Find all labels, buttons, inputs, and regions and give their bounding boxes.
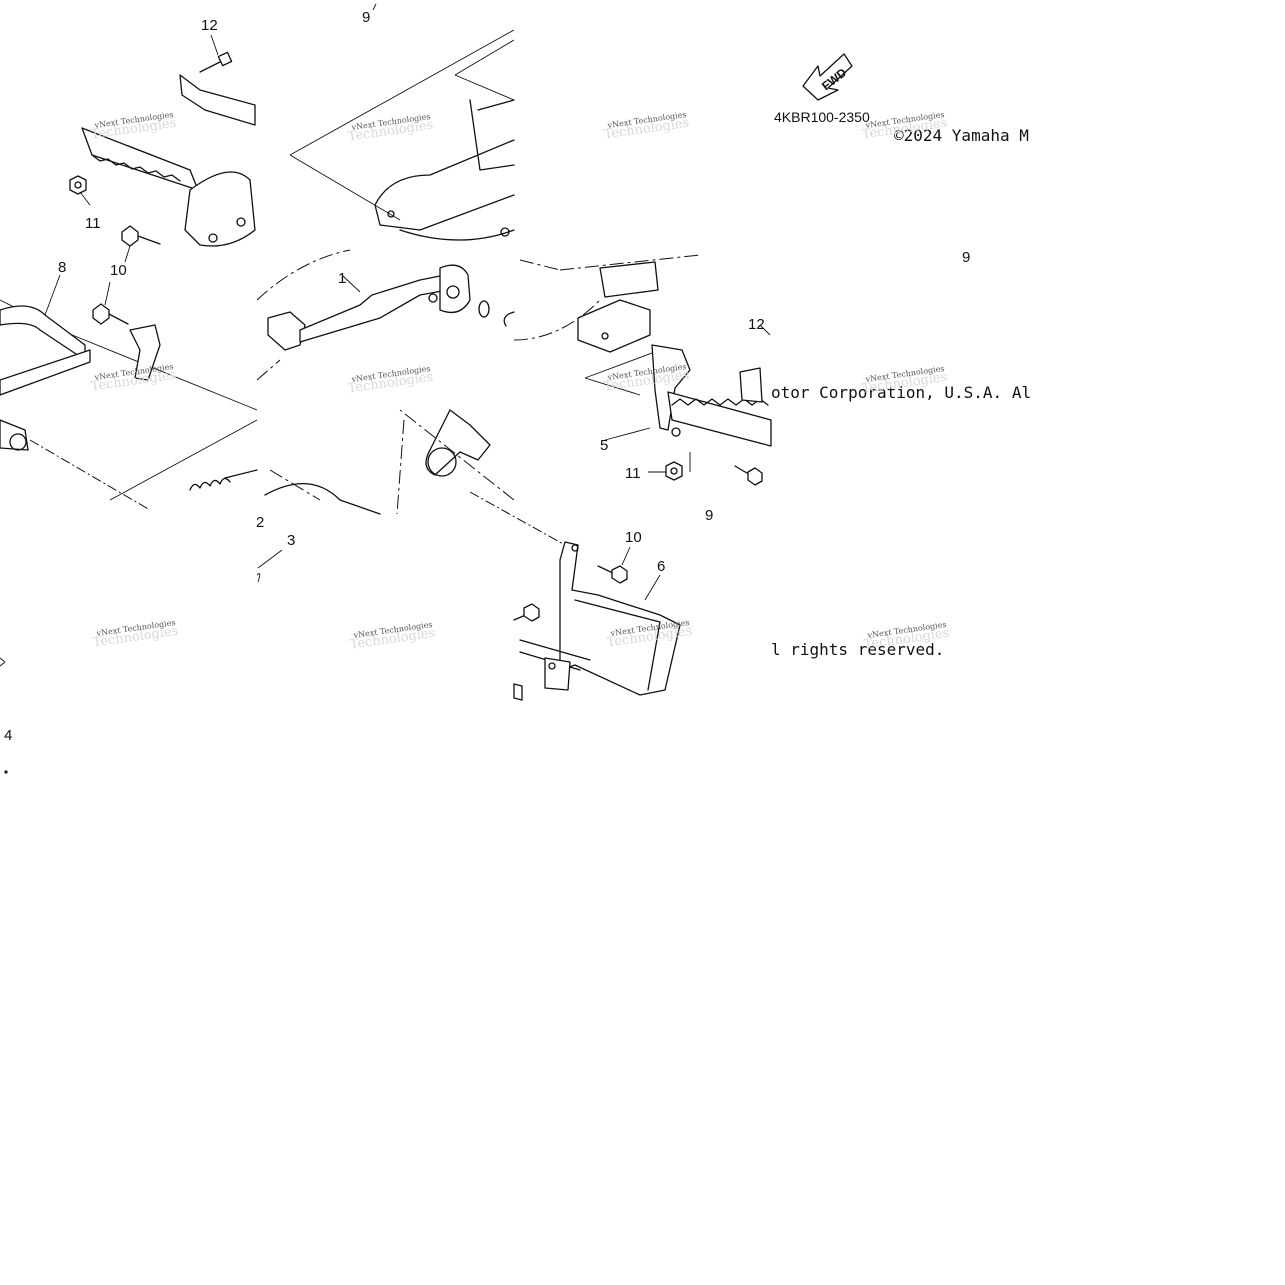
bracket-6 bbox=[519, 541, 681, 696]
callout-9-far: 9 bbox=[962, 249, 970, 266]
bolt-left-lower bbox=[513, 603, 540, 622]
callout-5: 5 bbox=[600, 437, 608, 454]
footrest-peg-upper bbox=[81, 74, 256, 247]
copyright-line-1: ©2024 Yamaha M bbox=[894, 126, 1029, 145]
cotter-pin bbox=[503, 311, 515, 327]
nut-11-upper bbox=[69, 175, 87, 195]
callout-11: 11 bbox=[85, 215, 101, 232]
brake-pedal-1 bbox=[267, 264, 471, 351]
callout-9-top: 9 bbox=[362, 9, 370, 26]
callout-9-right: 9 bbox=[705, 507, 713, 524]
callout-6: 6 bbox=[657, 558, 665, 575]
callout-8: 8 bbox=[58, 259, 66, 276]
callout-2: 2 bbox=[256, 514, 264, 531]
callout-10-right: 10 bbox=[625, 529, 642, 546]
callout-1: 1 bbox=[338, 270, 346, 287]
callout-11-right: 11 bbox=[625, 465, 641, 482]
tile-right-footrest: 5 11 9 12 bbox=[513, 254, 772, 524]
bolt-9-right bbox=[734, 465, 763, 486]
washer bbox=[478, 300, 490, 318]
spring-2 bbox=[189, 469, 258, 491]
footrest-bracket-8 bbox=[0, 305, 161, 451]
bolt-12-upper bbox=[199, 51, 233, 73]
tile-brake-pedal: 1 9 bbox=[189, 3, 515, 515]
footrest-5 bbox=[651, 344, 772, 447]
callout-3: 3 bbox=[287, 532, 295, 549]
frame-bracket bbox=[577, 261, 659, 353]
fwd-arrow: FWD bbox=[802, 53, 853, 101]
callout-10: 10 bbox=[110, 262, 127, 279]
tile-lower-left: 2 3 4 bbox=[0, 514, 295, 774]
tile-lower-bracket: 10 6 bbox=[469, 491, 681, 701]
callout-4: 4 bbox=[4, 727, 12, 744]
tile-left-footrest: 12 11 10 8 bbox=[0, 17, 258, 511]
bolt-10-lower bbox=[92, 303, 129, 325]
bolt-10-right bbox=[597, 565, 628, 584]
copyright-line-3: l rights reserved. bbox=[771, 640, 944, 659]
nut-11-right bbox=[665, 461, 683, 481]
copyright-line-2: otor Corporation, U.S.A. Al bbox=[771, 383, 1031, 402]
part-code: 4KBR100-2350 bbox=[774, 109, 870, 125]
callout-12: 12 bbox=[201, 17, 218, 34]
callout-12-right: 12 bbox=[748, 316, 765, 333]
bolt-10-upper bbox=[121, 225, 161, 247]
